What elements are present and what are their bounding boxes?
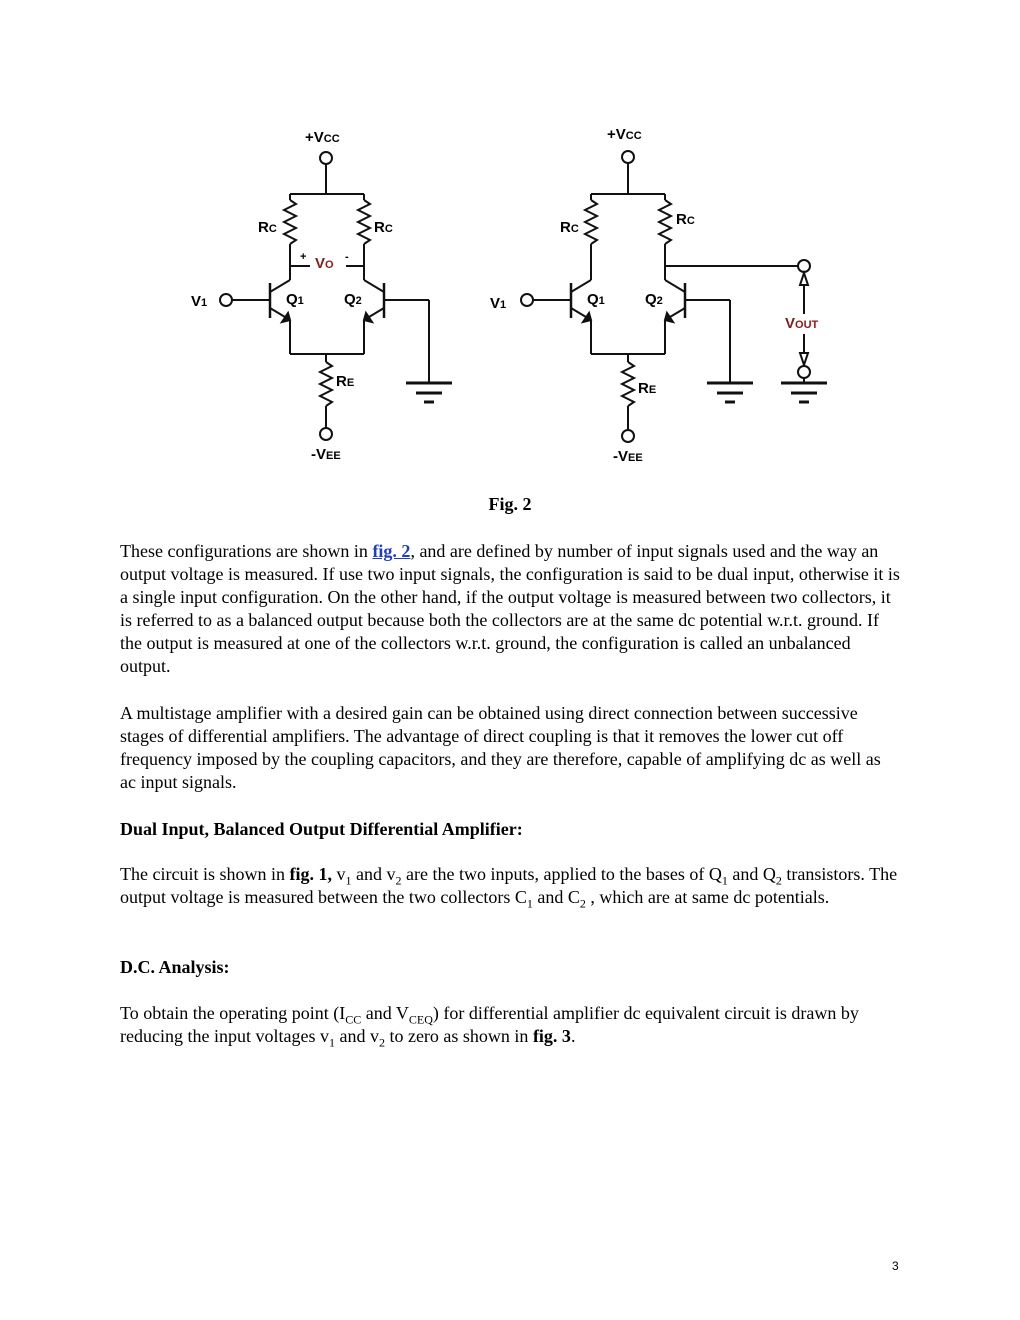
- rc-label-left-1: RC: [258, 219, 277, 236]
- vee-label-left: -VEE: [311, 446, 341, 463]
- right-circuit: [520, 150, 827, 443]
- vo-label: VO: [315, 255, 334, 272]
- rc-label-left-2: RC: [374, 219, 393, 236]
- heading-dc-analysis: D.C. Analysis:: [120, 957, 230, 977]
- fig-2-link[interactable]: fig. 2: [372, 541, 411, 561]
- re-label-right: RE: [638, 380, 657, 397]
- vout-label: VOUT: [785, 315, 819, 332]
- circuit-diagrams: [219, 150, 827, 443]
- q2-label-left: Q2: [344, 291, 362, 308]
- q1-label-right: Q1: [587, 291, 605, 308]
- paragraph-operating-point: To obtain the operating point (ICC and V…: [120, 1003, 859, 1050]
- vo-plus: +: [300, 251, 307, 263]
- figure-caption: Fig. 2: [488, 494, 532, 514]
- heading-dual-input: Dual Input, Balanced Output Differential…: [120, 819, 523, 839]
- vcc-label-right: +VCC: [607, 126, 642, 143]
- v1-label-left: V1: [191, 293, 208, 310]
- q2-label-right: Q2: [645, 291, 663, 308]
- rc-label-right-2: RC: [676, 211, 695, 228]
- v1-label-right: V1: [490, 295, 507, 312]
- page-number: 3: [892, 1259, 899, 1273]
- left-circuit: [219, 151, 452, 441]
- vcc-label-left: +VCC: [305, 129, 340, 146]
- paragraph-multistage: A multistage amplifier with a desired ga…: [120, 703, 881, 792]
- vee-label-right: -VEE: [613, 448, 643, 465]
- figure-2: +VCC RC RC + VO - V1 Q1 Q2 RE -VEE +VCC …: [0, 0, 1020, 480]
- paragraph-circuit: The circuit is shown in fig. 1, v1 and v…: [120, 864, 898, 911]
- vo-minus: -: [345, 251, 349, 263]
- rc-label-right-1: RC: [560, 219, 579, 236]
- re-label-left: RE: [336, 373, 355, 390]
- q1-label-left: Q1: [286, 291, 304, 308]
- paragraph-configurations: These configurations are shown in fig. 2…: [120, 541, 900, 676]
